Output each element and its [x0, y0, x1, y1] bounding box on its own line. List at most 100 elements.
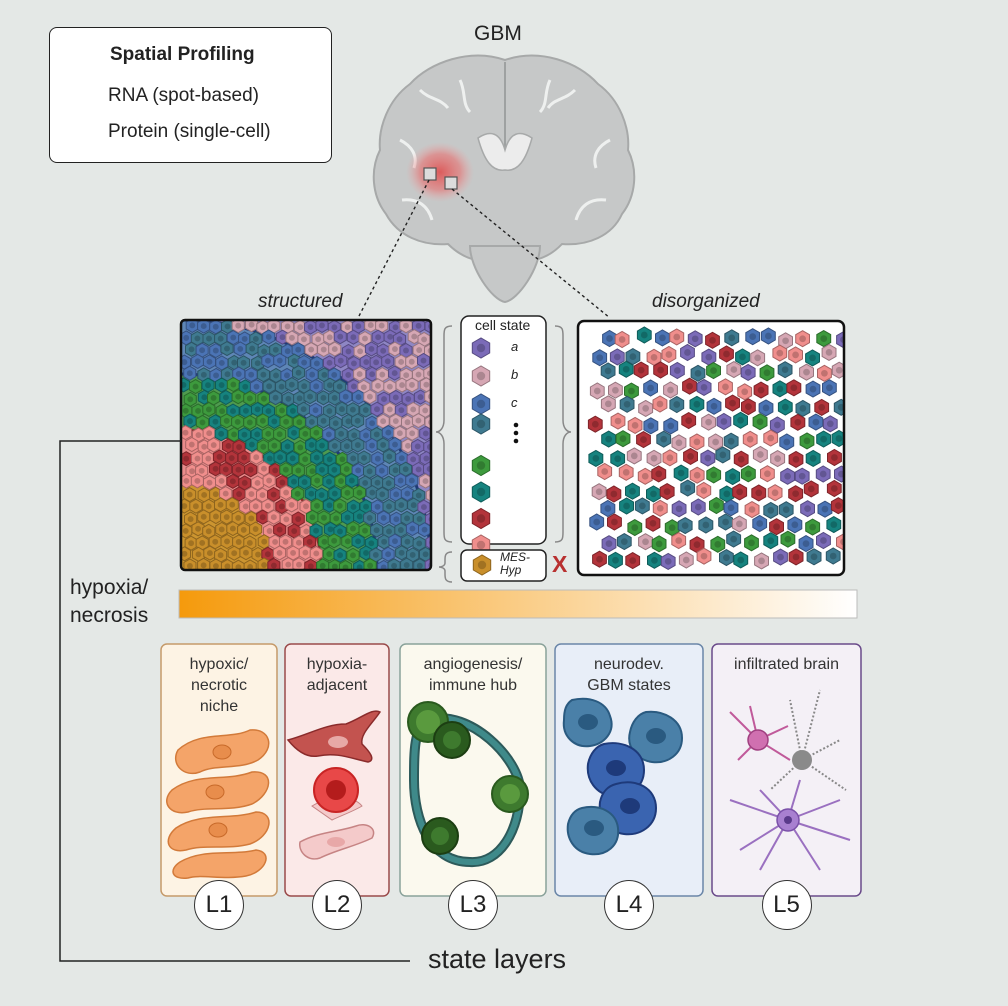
- structured-cell-308: [352, 485, 366, 501]
- disorganized-cell-186: [660, 552, 676, 570]
- structured-cell-70: [261, 353, 275, 369]
- disorganized-cell-179: [798, 535, 814, 553]
- disorganized-cell-56: [600, 395, 616, 413]
- structured-cell-216: [256, 439, 270, 455]
- structured-cell-218: [281, 438, 295, 454]
- structured-cell-175: [267, 413, 281, 429]
- structured-cell-176: [279, 414, 293, 430]
- disorganized-cell-62: [706, 397, 722, 415]
- structured-cell-372: [358, 523, 372, 539]
- structured-cell-293: [419, 473, 431, 489]
- disorganized-cell-162: [731, 515, 747, 533]
- structured-cell-105: [181, 377, 191, 393]
- disorganized-cell-72: [627, 416, 643, 434]
- structured-cell-45: [220, 341, 234, 357]
- structured-cell-120: [357, 379, 371, 395]
- disorganized-cell-2: [636, 326, 652, 344]
- structured-cell-143: [389, 389, 403, 406]
- layer-title-l2: hypoxia-adjacent: [306, 656, 368, 694]
- structured-cell-266: [351, 462, 365, 478]
- structured-cell-121: [371, 378, 385, 394]
- structured-cell-333: [394, 497, 408, 513]
- disorganized-cell-85: [615, 430, 631, 448]
- structured-cell-312: [400, 486, 414, 502]
- disorganized-cell-121: [760, 465, 775, 483]
- layer-badge-l1: L1: [194, 880, 244, 930]
- disorganized-cell-138: [803, 480, 819, 498]
- disorganized-cell-58: [638, 399, 654, 417]
- structured-cell-88: [232, 366, 246, 382]
- structured-cell-318: [214, 497, 228, 513]
- disorganized-cell-24: [772, 344, 788, 362]
- structured-cell-98: [353, 366, 367, 382]
- structured-cell-189: [181, 425, 193, 441]
- layer-title-l5: infiltrated brain: [734, 656, 839, 673]
- disorganized-cell-35: [726, 361, 742, 379]
- structured-cell-276: [215, 473, 229, 489]
- l1-cells-illustration: [166, 729, 270, 879]
- disorganized-cell-145: [690, 498, 706, 516]
- structured-cell-394: [377, 534, 391, 550]
- disorganized-cell-18: [661, 345, 677, 364]
- disorganized-cell-99: [610, 450, 626, 468]
- structured-cell-11: [315, 320, 329, 333]
- disorganized-cell-82: [808, 413, 824, 431]
- structured-cell-342: [256, 509, 270, 525]
- structured-cell-319: [225, 497, 239, 513]
- cell-state-icon-7: [471, 507, 491, 530]
- structured-cell-328: [333, 498, 347, 514]
- disorganized-cell-182: [592, 550, 607, 568]
- structured-cell-254: [209, 461, 223, 477]
- structured-cell-20: [424, 320, 431, 334]
- disorganized-cell-168: [601, 535, 617, 553]
- disorganized-cell-141: [619, 497, 634, 515]
- disorganized-cell-87: [656, 430, 672, 448]
- structured-cell-46: [233, 341, 247, 357]
- structured-cell-191: [202, 425, 216, 441]
- structured-cell-167: [418, 402, 431, 418]
- structured-cell-187: [411, 413, 425, 429]
- structured-cell-40: [407, 329, 421, 345]
- structured-cell-54: [328, 341, 342, 357]
- disorganized-cell-22: [735, 348, 750, 366]
- disorganized-cell-64: [741, 398, 756, 416]
- structured-cell-101: [388, 365, 402, 381]
- structured-cell-206: [381, 425, 395, 441]
- disorganized-cell-183: [608, 551, 623, 569]
- brain-label: GBM: [474, 22, 522, 45]
- structured-cell-201: [322, 426, 336, 442]
- mes-hyp-label-line1: MES-: [500, 550, 530, 564]
- disorganized-cell-74: [663, 417, 679, 435]
- disorganized-cell-139: [826, 479, 842, 498]
- structured-cell-358: [191, 521, 205, 537]
- disorganized-cell-8: [745, 328, 761, 346]
- layer-box-l5: [711, 643, 862, 897]
- structured-cell-377: [418, 522, 431, 538]
- structured-cell-152: [239, 403, 253, 419]
- disorganized-cell-45: [643, 379, 658, 397]
- structured-cell-352: [377, 510, 391, 526]
- structured-cell-209: [419, 425, 431, 441]
- structured-cell-234: [212, 449, 227, 465]
- gradient-label: hypoxia/ necrosis: [70, 574, 148, 630]
- disorganized-cell-149: [763, 501, 779, 519]
- structured-cell-222: [328, 438, 342, 454]
- disorganized-cell-37: [759, 364, 775, 382]
- structured-cell-345: [291, 511, 305, 527]
- disorganized-cell-54: [805, 380, 821, 398]
- disorganized-cell-166: [805, 518, 821, 536]
- disorganized-cell-70: [587, 415, 603, 433]
- disorganized-cell-127: [606, 485, 622, 503]
- structured-cell-347: [317, 510, 331, 526]
- disorganized-cell-30: [633, 361, 649, 379]
- structured-cell-346: [305, 509, 319, 525]
- disorganized-cell-173: [689, 536, 705, 554]
- structured-cell-151: [226, 403, 240, 419]
- disorganized-cell-77: [716, 412, 732, 431]
- structured-cell-302: [279, 484, 293, 501]
- structured-cell-414: [359, 545, 373, 561]
- disorganized-cell-12: [816, 330, 832, 348]
- structured-cell-404: [239, 545, 253, 561]
